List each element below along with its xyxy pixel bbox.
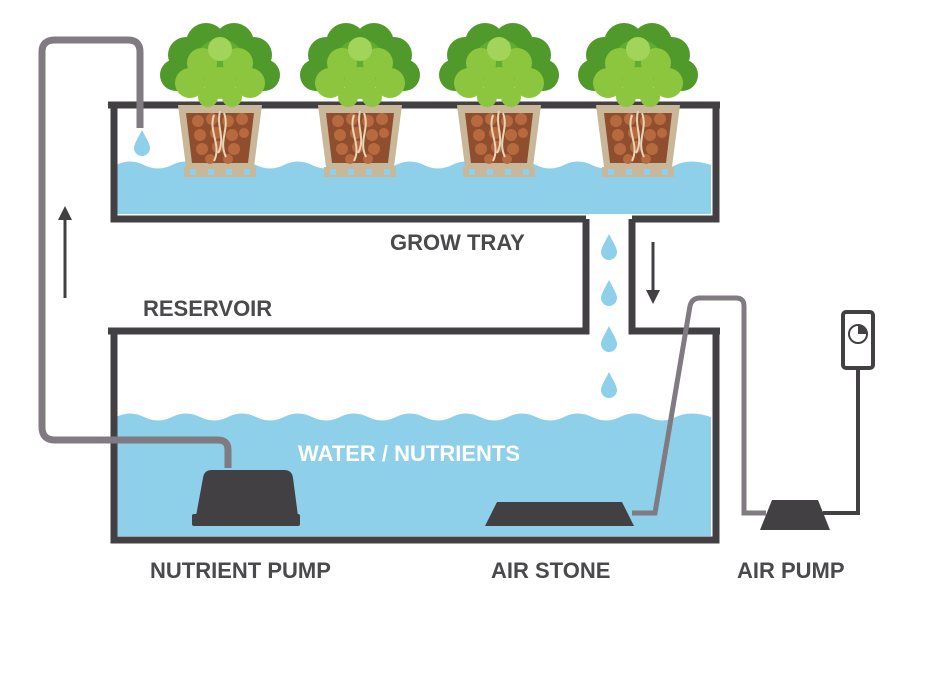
water-drop-icon <box>134 130 150 156</box>
pump-icon <box>192 470 300 526</box>
water-drop-icon <box>601 280 617 306</box>
arrow-up-icon <box>58 206 72 298</box>
plant-3 <box>438 22 560 178</box>
grow-tray-label: GROW TRAY <box>390 230 525 255</box>
nutrient-pump-label: NUTRIENT PUMP <box>150 558 331 583</box>
water-nutrients-label: WATER / NUTRIENTS <box>298 441 520 466</box>
timer-cable <box>823 370 860 515</box>
air-line-tube <box>632 295 766 516</box>
timer-icon <box>841 310 875 370</box>
reservoir <box>108 219 720 544</box>
water-drop-icon <box>601 234 617 260</box>
arrow-down-icon <box>646 242 660 304</box>
air-pump-label: AIR PUMP <box>737 558 845 583</box>
plant-2 <box>299 22 421 178</box>
air-pump-icon <box>760 500 830 530</box>
grow-tray-water <box>116 161 711 214</box>
air-stone-label: AIR STONE <box>491 558 610 583</box>
nutrient-feed-tube <box>38 36 232 468</box>
reservoir-label: RESERVOIR <box>143 296 272 321</box>
water-drop-icon <box>601 326 617 352</box>
plant-4 <box>577 22 699 178</box>
plant-1 <box>159 22 281 178</box>
water-drop-icon <box>601 372 617 398</box>
air-stone-icon <box>485 502 634 526</box>
